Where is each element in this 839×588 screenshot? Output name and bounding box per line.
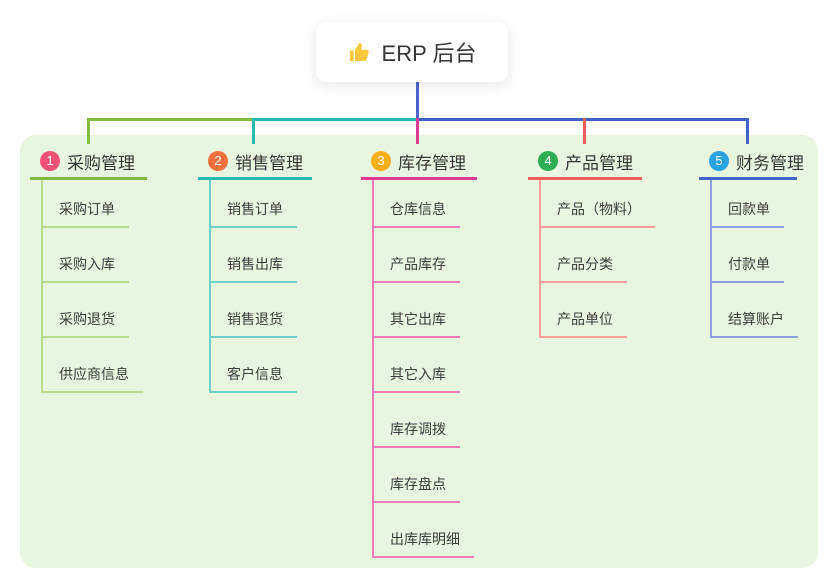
- connector-drop-branch-4: [583, 118, 586, 144]
- mindmap-branches-panel: [20, 135, 818, 568]
- branch-number-badge: 2: [208, 151, 228, 171]
- child-node[interactable]: 付款单: [712, 228, 784, 283]
- connector-drop-branch-5: [746, 118, 749, 144]
- thumbs-up-icon: [348, 40, 372, 64]
- branch-number-badge: 1: [40, 151, 60, 171]
- branch-children: 销售订单 销售出库 销售退货 客户信息: [209, 180, 312, 393]
- child-node[interactable]: 采购入库: [43, 228, 129, 283]
- child-node[interactable]: 供应商信息: [43, 338, 143, 393]
- branch-topic-inventory[interactable]: 3 库存管理: [361, 145, 477, 180]
- child-node[interactable]: 客户信息: [211, 338, 297, 393]
- child-node[interactable]: 产品单位: [541, 283, 627, 338]
- connector-branch-5: [416, 118, 749, 121]
- connector-drop-branch-3: [416, 118, 419, 144]
- child-node[interactable]: 销售出库: [211, 228, 297, 283]
- child-node[interactable]: 出库库明细: [374, 503, 474, 558]
- branch-topic-sales[interactable]: 2 销售管理: [198, 145, 312, 180]
- branch-number-badge: 4: [538, 151, 558, 171]
- connector-drop-branch-1: [87, 118, 90, 144]
- branch-topic-finance[interactable]: 5 财务管理: [699, 145, 804, 180]
- child-node[interactable]: 仓库信息: [374, 180, 460, 228]
- connector-branch-2: [252, 118, 419, 121]
- branch-label: 采购管理: [67, 153, 135, 173]
- branch-number-badge: 3: [371, 151, 391, 171]
- connector-drop-branch-2: [252, 118, 255, 144]
- child-node[interactable]: 销售订单: [211, 180, 297, 228]
- branch-sales: 2 销售管理 销售订单 销售出库 销售退货 客户信息: [198, 145, 312, 393]
- root-title: ERP 后台: [381, 41, 477, 66]
- branch-number-badge: 5: [709, 151, 729, 171]
- child-node[interactable]: 产品分类: [541, 228, 627, 283]
- branch-inventory: 3 库存管理 仓库信息 产品库存 其它出库 其它入库 库存调拨 库存盘点 出库库…: [361, 145, 477, 558]
- child-node[interactable]: 销售退货: [211, 283, 297, 338]
- branch-label: 产品管理: [565, 153, 633, 173]
- branch-topic-purchase[interactable]: 1 采购管理: [30, 145, 147, 180]
- child-node[interactable]: 其它出库: [374, 283, 460, 338]
- child-node[interactable]: 产品（物料）: [541, 180, 655, 228]
- child-node[interactable]: 库存调拨: [374, 393, 460, 448]
- child-node[interactable]: 采购订单: [43, 180, 129, 228]
- branch-finance: 5 财务管理 回款单 付款单 结算账户: [699, 145, 804, 338]
- child-node[interactable]: 回款单: [712, 180, 784, 228]
- branch-product: 4 产品管理 产品（物料） 产品分类 产品单位: [528, 145, 655, 338]
- branch-purchase: 1 采购管理 采购订单 采购入库 采购退货 供应商信息: [30, 145, 147, 393]
- branch-label: 库存管理: [398, 153, 466, 173]
- child-node[interactable]: 采购退货: [43, 283, 129, 338]
- child-node[interactable]: 结算账户: [712, 283, 798, 338]
- child-node[interactable]: 库存盘点: [374, 448, 460, 503]
- root-connector-line: [416, 82, 419, 121]
- root-node[interactable]: ERP 后台: [316, 22, 508, 82]
- branch-children: 仓库信息 产品库存 其它出库 其它入库 库存调拨 库存盘点 出库库明细: [372, 180, 477, 558]
- child-node[interactable]: 产品库存: [374, 228, 460, 283]
- branch-children: 回款单 付款单 结算账户: [710, 180, 798, 338]
- branch-label: 销售管理: [235, 153, 303, 173]
- branch-children: 采购订单 采购入库 采购退货 供应商信息: [41, 180, 147, 393]
- child-node[interactable]: 其它入库: [374, 338, 460, 393]
- connector-branch-1: [87, 118, 254, 121]
- branch-children: 产品（物料） 产品分类 产品单位: [539, 180, 655, 338]
- branch-topic-product[interactable]: 4 产品管理: [528, 145, 642, 180]
- branch-label: 财务管理: [736, 153, 804, 173]
